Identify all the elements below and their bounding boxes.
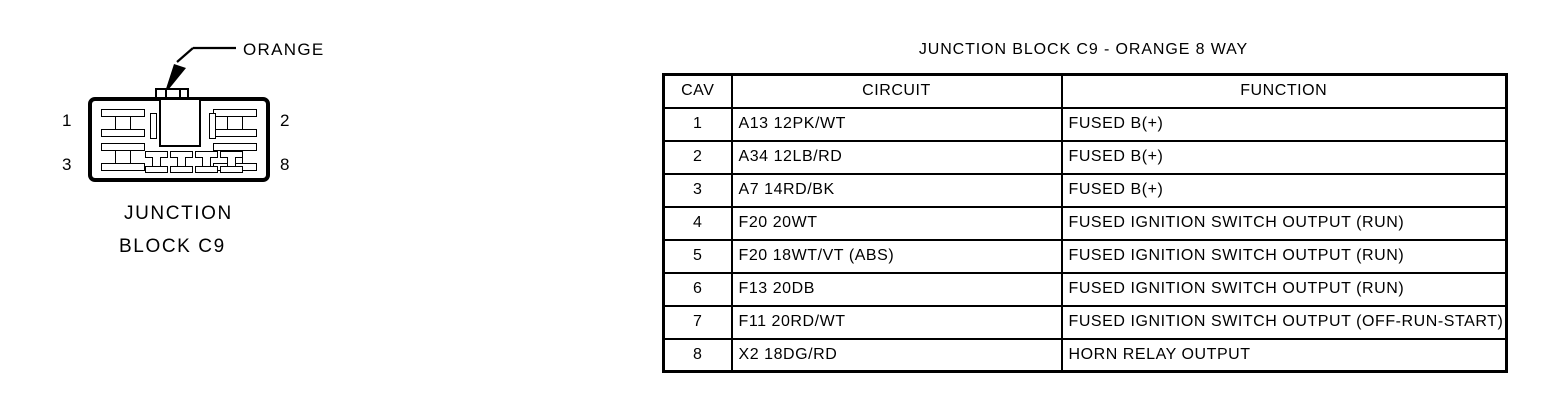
arrowhead-icon (164, 64, 186, 95)
pin-number-1: 1 (62, 111, 73, 130)
pin-number-8: 8 (280, 155, 291, 174)
cell-circuit: A7 14RD/BK (730, 172, 1063, 208)
cell-circuit: F20 18WT/VT (ABS) (730, 238, 1063, 274)
alignment-slot-right (209, 113, 216, 139)
pin-number-3: 3 (62, 155, 73, 174)
cell-cav: 7 (662, 304, 733, 340)
cell-function: FUSED IGNITION SWITCH OUTPUT (RUN) (1060, 271, 1508, 307)
terminal-cavity-3 (101, 143, 145, 171)
callout-leader-line (164, 46, 236, 95)
pin-number-2: 2 (280, 111, 291, 130)
cell-cav: 3 (662, 172, 733, 208)
cell-circuit: A13 12PK/WT (730, 106, 1063, 142)
column-header-circuit: CIRCUIT (730, 73, 1063, 109)
cell-circuit: F20 20WT (730, 205, 1063, 241)
cell-circuit: A34 12LB/RD (730, 139, 1063, 175)
locking-tab-notch-right (179, 88, 182, 100)
cell-function: FUSED IGNITION SWITCH OUTPUT (OFF-RUN-ST… (1060, 304, 1508, 340)
cell-function: FUSED IGNITION SWITCH OUTPUT (RUN) (1060, 205, 1508, 241)
cell-function: FUSED B(+) (1060, 139, 1508, 175)
locking-tab-notch-left (165, 88, 168, 100)
connector-body (88, 97, 270, 182)
connector-pinout-figure: ORANGE 1 3 2 8 (0, 0, 400, 300)
cell-cav: 1 (662, 106, 733, 142)
cell-cav: 2 (662, 139, 733, 175)
cell-circuit: X2 18DG/RD (730, 337, 1063, 373)
cell-cav: 8 (662, 337, 733, 373)
cell-cav: 5 (662, 238, 733, 274)
cell-function: FUSED B(+) (1060, 106, 1508, 142)
cell-circuit: F13 20DB (730, 271, 1063, 307)
terminal-cavity-4 (145, 151, 168, 173)
table-header: CAV CIRCUIT FUNCTION (662, 73, 1508, 109)
cell-cav: 4 (662, 205, 733, 241)
figure-caption-line-1: JUNCTION (124, 203, 233, 224)
cell-circuit: F11 20RD/WT (730, 304, 1063, 340)
cell-cav: 6 (662, 271, 733, 307)
cell-function: FUSED B(+) (1060, 172, 1508, 208)
terminal-cavity-1 (101, 109, 145, 137)
center-tower (159, 100, 201, 147)
cell-function: HORN RELAY OUTPUT (1060, 337, 1508, 373)
table-header-row: CAV CIRCUIT FUNCTION (662, 73, 1508, 109)
cell-function: FUSED IGNITION SWITCH OUTPUT (RUN) (1060, 238, 1508, 274)
orange-callout-label: ORANGE (243, 40, 325, 59)
terminal-cavity-6 (195, 151, 218, 173)
column-header-function: FUNCTION (1060, 73, 1508, 109)
figure-caption-line-2: BLOCK C9 (119, 236, 226, 257)
column-header-cav: CAV (662, 73, 733, 109)
terminal-cavity-7 (220, 151, 243, 173)
table-title: JUNCTION BLOCK C9 - ORANGE 8 WAY (918, 41, 1249, 58)
alignment-slot-left (150, 113, 157, 139)
terminal-cavity-5 (170, 151, 193, 173)
terminal-cavity-2 (213, 109, 257, 137)
